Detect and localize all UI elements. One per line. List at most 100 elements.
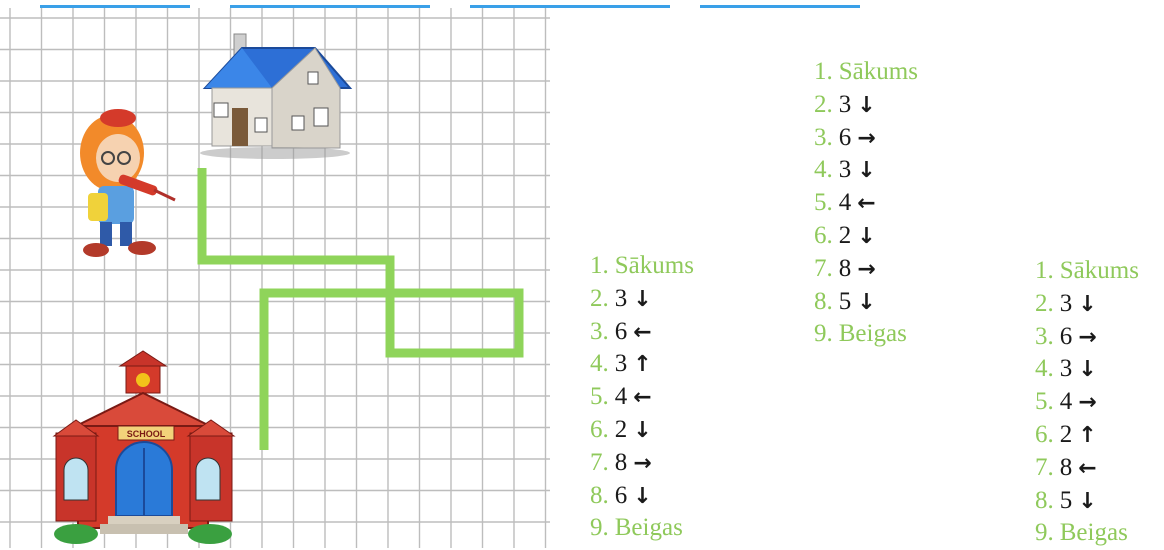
arrow-left-icon: ← [633,385,651,410]
instruction-step: 1.Sākums [814,56,918,89]
step-number: 9. [814,320,833,347]
step-number: 1. [814,58,833,85]
step-count: 5 [839,288,852,315]
step-count: 2 [615,416,628,443]
instruction-step: 5.4→ [1035,386,1139,419]
step-count: 8 [615,449,628,476]
instruction-step: 9.Beigas [1035,517,1139,550]
step-count: 2 [1060,421,1073,448]
step-start-label: Sākums [839,58,918,85]
instruction-step: 6.2↑ [1035,419,1139,452]
step-number: 3. [1035,323,1054,350]
arrow-up-icon: ↑ [1078,423,1096,448]
step-count: 6 [615,482,628,509]
step-number: 9. [590,514,609,541]
step-number: 1. [1035,257,1054,284]
arrow-left-icon: ← [857,191,875,216]
arrow-down-icon: ↓ [633,484,651,509]
step-number: 7. [814,255,833,282]
instruction-step: 2.3↓ [590,283,694,316]
step-count: 3 [1060,355,1073,382]
arrow-right-icon: → [1078,390,1096,415]
step-number: 8. [1035,487,1054,514]
instruction-step: 5.4← [590,381,694,414]
arrow-down-icon: ↓ [1078,357,1096,382]
instruction-step: 4.3↓ [1035,353,1139,386]
step-number: 5. [590,383,609,410]
step-number: 8. [814,288,833,315]
step-number: 5. [1035,388,1054,415]
step-count: 5 [1060,487,1073,514]
step-count: 3 [615,285,628,312]
instruction-step: 5.4← [814,187,918,220]
instruction-step: 9.Beigas [590,512,694,545]
cut-off-title-strip [0,0,1164,8]
arrow-down-icon: ↓ [1078,292,1096,317]
instruction-step: 6.2↓ [590,414,694,447]
step-count: 4 [839,189,852,216]
step-number: 7. [1035,454,1054,481]
step-count: 2 [839,222,852,249]
boy-illustration [80,109,175,257]
step-start-label: Sākums [1060,257,1139,284]
step-count: 3 [1060,290,1073,317]
arrow-right-icon: → [633,451,651,476]
step-number: 4. [1035,355,1054,382]
step-number: 5. [814,189,833,216]
step-count: 8 [839,255,852,282]
instruction-step: 1.Sākums [590,250,694,283]
instruction-step: 8.5↓ [1035,485,1139,518]
arrow-down-icon: ↓ [633,287,651,312]
step-number: 6. [590,416,609,443]
instruction-step: 4.3↑ [590,348,694,381]
instruction-step: 7.8→ [590,447,694,480]
school-illustration: SCHOOL [54,351,234,544]
step-end-label: Beigas [1060,519,1128,546]
step-count: 4 [615,383,628,410]
step-count: 6 [615,318,628,345]
step-number: 2. [1035,290,1054,317]
step-count: 6 [839,124,852,151]
step-number: 4. [814,156,833,183]
arrow-right-icon: → [857,126,875,151]
instruction-step: 7.8← [1035,452,1139,485]
step-count: 4 [1060,388,1073,415]
route-path [202,168,519,450]
arrow-right-icon: → [1078,325,1096,350]
instruction-step: 2.3↓ [814,89,918,122]
step-number: 3. [590,318,609,345]
step-end-label: Beigas [615,514,683,541]
grid-canvas: SCHOOL [0,8,550,548]
arrow-left-icon: ← [633,320,651,345]
instruction-step: 6.2↓ [814,220,918,253]
arrow-down-icon: ↓ [857,290,875,315]
arrow-down-icon: ↓ [857,93,875,118]
step-number: 6. [1035,421,1054,448]
arrow-down-icon: ↓ [857,224,875,249]
arrow-left-icon: ← [1078,456,1096,481]
arrow-down-icon: ↓ [633,418,651,443]
step-number: 4. [590,350,609,377]
step-count: 6 [1060,323,1073,350]
house-illustration [200,34,350,159]
step-number: 2. [814,91,833,118]
step-number: 7. [590,449,609,476]
step-count: 3 [615,350,628,377]
arrow-down-icon: ↓ [857,158,875,183]
step-number: 8. [590,482,609,509]
step-end-label: Beigas [839,320,907,347]
step-number: 1. [590,252,609,279]
step-count: 8 [1060,454,1073,481]
instruction-step: 2.3↓ [1035,288,1139,321]
step-number: 9. [1035,519,1054,546]
arrow-right-icon: → [857,257,875,282]
instruction-step: 3.6→ [1035,321,1139,354]
instruction-step: 8.5↓ [814,286,918,319]
school-sign-text: SCHOOL [127,429,166,439]
step-number: 6. [814,222,833,249]
step-number: 3. [814,124,833,151]
arrow-down-icon: ↓ [1078,489,1096,514]
